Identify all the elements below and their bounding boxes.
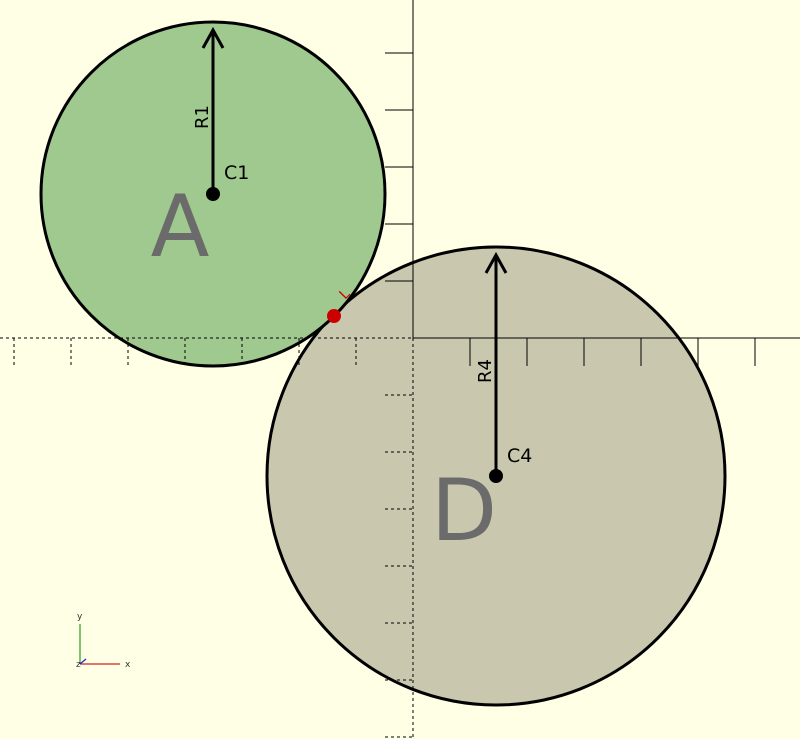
axis-ticks bbox=[13, 52, 756, 738]
axes-gizmo: x y z bbox=[76, 612, 131, 670]
radius-r1-label: R1 bbox=[192, 105, 213, 129]
center-c4-label: C4 bbox=[507, 445, 532, 467]
tangent-point-dot bbox=[327, 309, 341, 323]
gizmo-y-label: y bbox=[77, 612, 83, 622]
radius-r1-arrow bbox=[201, 26, 225, 194]
circle-d-label: D bbox=[431, 461, 497, 561]
radius-r4-arrow bbox=[484, 251, 508, 476]
center-c1-label: C1 bbox=[224, 162, 249, 184]
circle-a-label: A bbox=[151, 177, 210, 277]
center-c1-dot bbox=[206, 187, 220, 201]
gizmo-z-label: z bbox=[76, 660, 81, 670]
center-c4-dot bbox=[489, 469, 503, 483]
gizmo-x-label: x bbox=[125, 660, 131, 670]
radius-r4-label: R4 bbox=[475, 359, 496, 383]
gizmo-z-axis bbox=[79, 658, 87, 665]
